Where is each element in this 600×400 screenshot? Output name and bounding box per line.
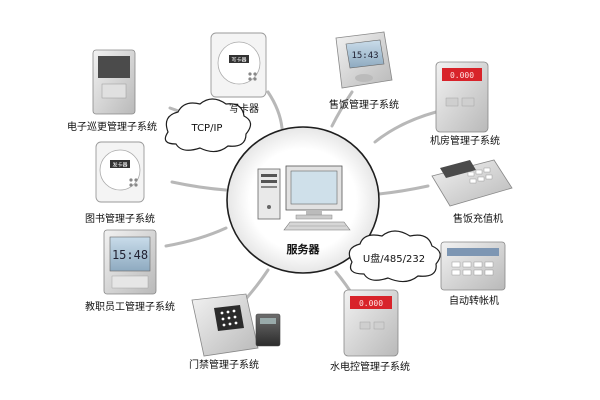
- monitor-icon: [285, 165, 343, 220]
- patrol-device-icon: [92, 49, 136, 115]
- staff-label: 教职员工管理子系统: [85, 300, 175, 313]
- server-tower-icon: [257, 168, 281, 220]
- connector-lines: [164, 90, 440, 310]
- server-hub: 服务器: [226, 126, 380, 274]
- cloud-usb-serial: U盘/485/232: [348, 230, 441, 283]
- device-staff: 15:48 教职员工管理子系统: [85, 229, 175, 313]
- meal-recharge-label: 售饭充值机: [453, 212, 503, 225]
- meal-recharge-machine-icon: [431, 159, 513, 207]
- device-transfer: 自动转帐机: [440, 241, 506, 307]
- library-screen-text: 发卡器: [112, 162, 127, 169]
- card-writer-screen-text: 写卡器: [231, 57, 246, 64]
- meal-sale-terminal-icon: 15:43: [335, 31, 393, 89]
- device-utility: 0.000 水电控管理子系统: [330, 289, 410, 373]
- device-meal-sale: 15:43 售饭管理子系统: [329, 31, 399, 111]
- machine-room-label: 机房管理子系统: [430, 134, 500, 147]
- device-meal-recharge: 售饭充值机: [431, 159, 513, 225]
- utility-screen-text: 0.000: [359, 299, 383, 308]
- keyboard-icon: [283, 221, 351, 231]
- cloud-u-label: U盘/485/232: [363, 252, 425, 265]
- meal-sale-label: 售饭管理子系统: [329, 98, 399, 111]
- device-access: 门禁管理子系统: [189, 293, 281, 371]
- utility-label: 水电控管理子系统: [330, 360, 410, 373]
- card-writer-icon: 写卡器: [210, 32, 267, 98]
- server-label: 服务器: [287, 242, 321, 256]
- access-control-icon: [191, 293, 281, 357]
- staff-terminal-icon: 15:48: [103, 229, 157, 295]
- machine-room-terminal-icon: 0.000: [435, 61, 489, 133]
- device-patrol: 电子巡更管理子系统: [67, 49, 157, 133]
- patrol-label: 电子巡更管理子系统: [67, 120, 157, 133]
- access-label: 门禁管理子系统: [189, 358, 259, 371]
- meal-sale-screen-text: 15:43: [351, 51, 378, 61]
- staff-screen-text: 15:48: [112, 248, 148, 262]
- card-writer-label: 写卡器: [229, 102, 259, 115]
- transfer-label: 自动转帐机: [449, 294, 499, 307]
- device-library: 发卡器 图书管理子系统: [85, 141, 155, 225]
- cloud-tcp-label: TCP/IP: [191, 123, 223, 134]
- machine-room-screen-text: 0.000: [450, 71, 474, 80]
- device-machine-room: 0.000 机房管理子系统: [430, 61, 500, 147]
- library-device-icon: 发卡器: [95, 141, 145, 203]
- cloud-tcp-ip: TCP/IP: [164, 98, 252, 153]
- library-label: 图书管理子系统: [85, 212, 155, 225]
- device-card-writer: 写卡器 写卡器: [210, 32, 267, 115]
- transfer-machine-icon: [440, 241, 506, 291]
- utility-controller-icon: 0.000: [343, 289, 399, 357]
